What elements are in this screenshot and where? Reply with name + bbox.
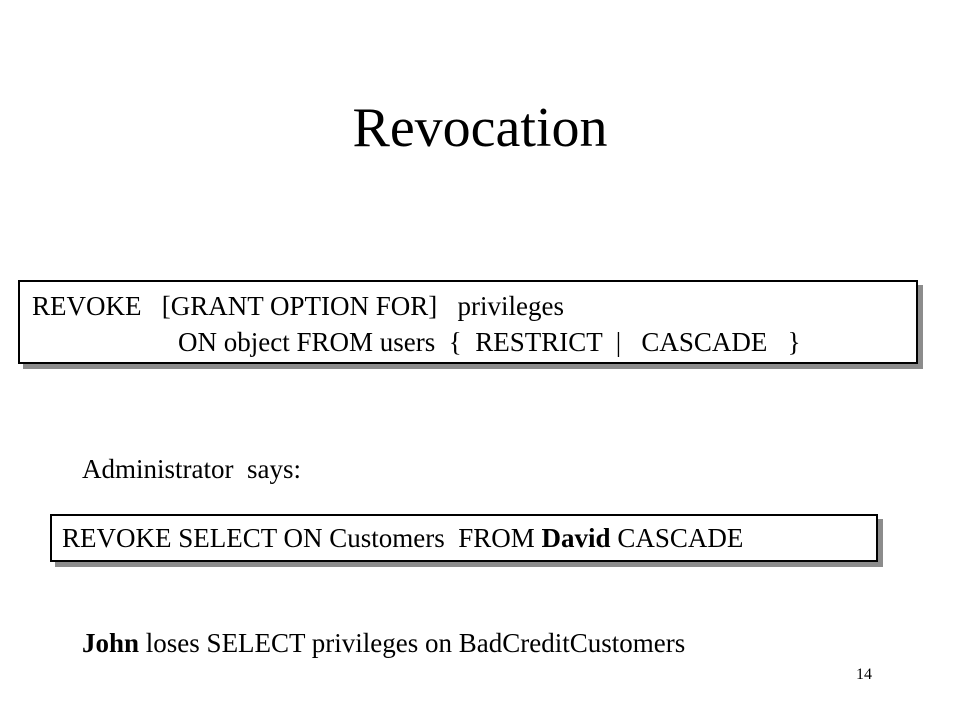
- slide-title: Revocation: [352, 97, 608, 159]
- caption-administrator-says: Administrator says:: [82, 454, 301, 484]
- example-box: REVOKE SELECT ON Customers FROM David CA…: [50, 514, 878, 562]
- example-user: David: [541, 523, 611, 553]
- page-number: 14: [856, 666, 872, 683]
- syntax-box: REVOKE [GRANT OPTION FOR] privileges ON …: [18, 280, 918, 364]
- result-user: John: [82, 628, 140, 658]
- example-before: REVOKE SELECT ON Customers FROM: [62, 523, 542, 553]
- result-statement: John loses SELECT privileges on BadCredi…: [82, 626, 685, 660]
- example-after: CASCADE: [610, 523, 744, 553]
- syntax-line-2: ON object FROM users { RESTRICT | CASCAD…: [178, 327, 801, 357]
- example-statement: REVOKE SELECT ON Customers FROM David CA…: [62, 522, 743, 554]
- syntax-line-1: REVOKE [GRANT OPTION FOR] privileges: [32, 291, 564, 321]
- result-text: loses SELECT privileges on BadCreditCust…: [139, 628, 686, 658]
